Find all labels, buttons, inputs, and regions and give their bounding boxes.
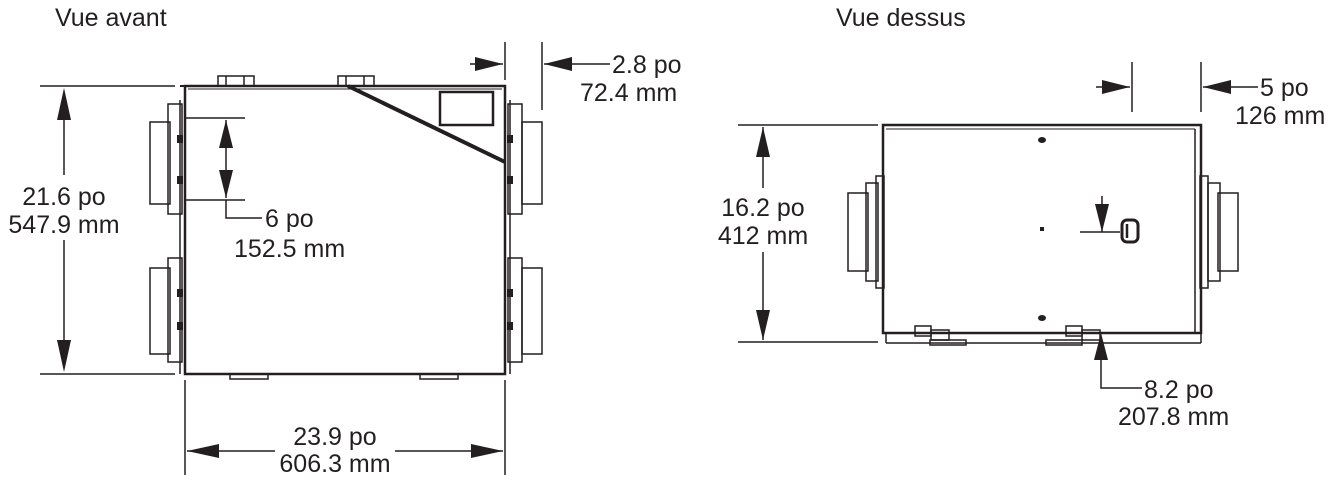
front-view: Vue avant — [8, 4, 681, 478]
front-view-title: Vue avant — [55, 4, 167, 32]
top-side-in: 5 po — [1260, 74, 1309, 102]
front-offset-dimension: 2.8 po 72.4 mm — [470, 42, 682, 110]
front-height-dimension: 21.6 po 547.9 mm — [8, 85, 175, 375]
top-drain-leader — [1080, 196, 1120, 233]
front-offset-in: 2.8 po — [612, 51, 682, 79]
top-drain-dimension: 8.2 po 207.8 mm — [1094, 333, 1229, 431]
front-width-dimension: 23.9 po 606.3 mm — [184, 380, 506, 478]
top-cabinet — [881, 123, 1203, 346]
right-collars — [507, 103, 543, 363]
front-cabinet — [179, 75, 511, 380]
front-offset-mm: 72.4 mm — [580, 79, 677, 107]
top-right-collar — [1199, 175, 1239, 289]
top-view-title: Vue dessus — [836, 4, 966, 32]
drain-fitting — [1120, 218, 1140, 244]
top-drain-in: 8.2 po — [1144, 376, 1214, 404]
front-height-mm: 547.9 mm — [8, 211, 119, 239]
front-width-mm: 606.3 mm — [279, 450, 390, 478]
front-width-in: 23.9 po — [293, 423, 376, 451]
control-box — [438, 90, 495, 127]
front-port-mm: 152.5 mm — [234, 235, 345, 263]
left-collars — [149, 103, 183, 363]
top-side-dimension: 5 po 126 mm — [1096, 62, 1325, 130]
top-side-mm: 126 mm — [1235, 102, 1325, 130]
front-port-in: 6 po — [265, 205, 314, 233]
top-depth-mm: 412 mm — [718, 222, 808, 250]
front-port-dimension: 6 po 152.5 mm — [185, 117, 345, 263]
front-height-in: 21.6 po — [22, 183, 105, 211]
top-depth-dimension: 16.2 po 412 mm — [718, 124, 878, 343]
top-left-collar — [847, 175, 885, 289]
top-view: Vue dessus — [718, 4, 1325, 431]
top-depth-in: 16.2 po — [721, 194, 804, 222]
top-drain-mm: 207.8 mm — [1118, 403, 1229, 431]
